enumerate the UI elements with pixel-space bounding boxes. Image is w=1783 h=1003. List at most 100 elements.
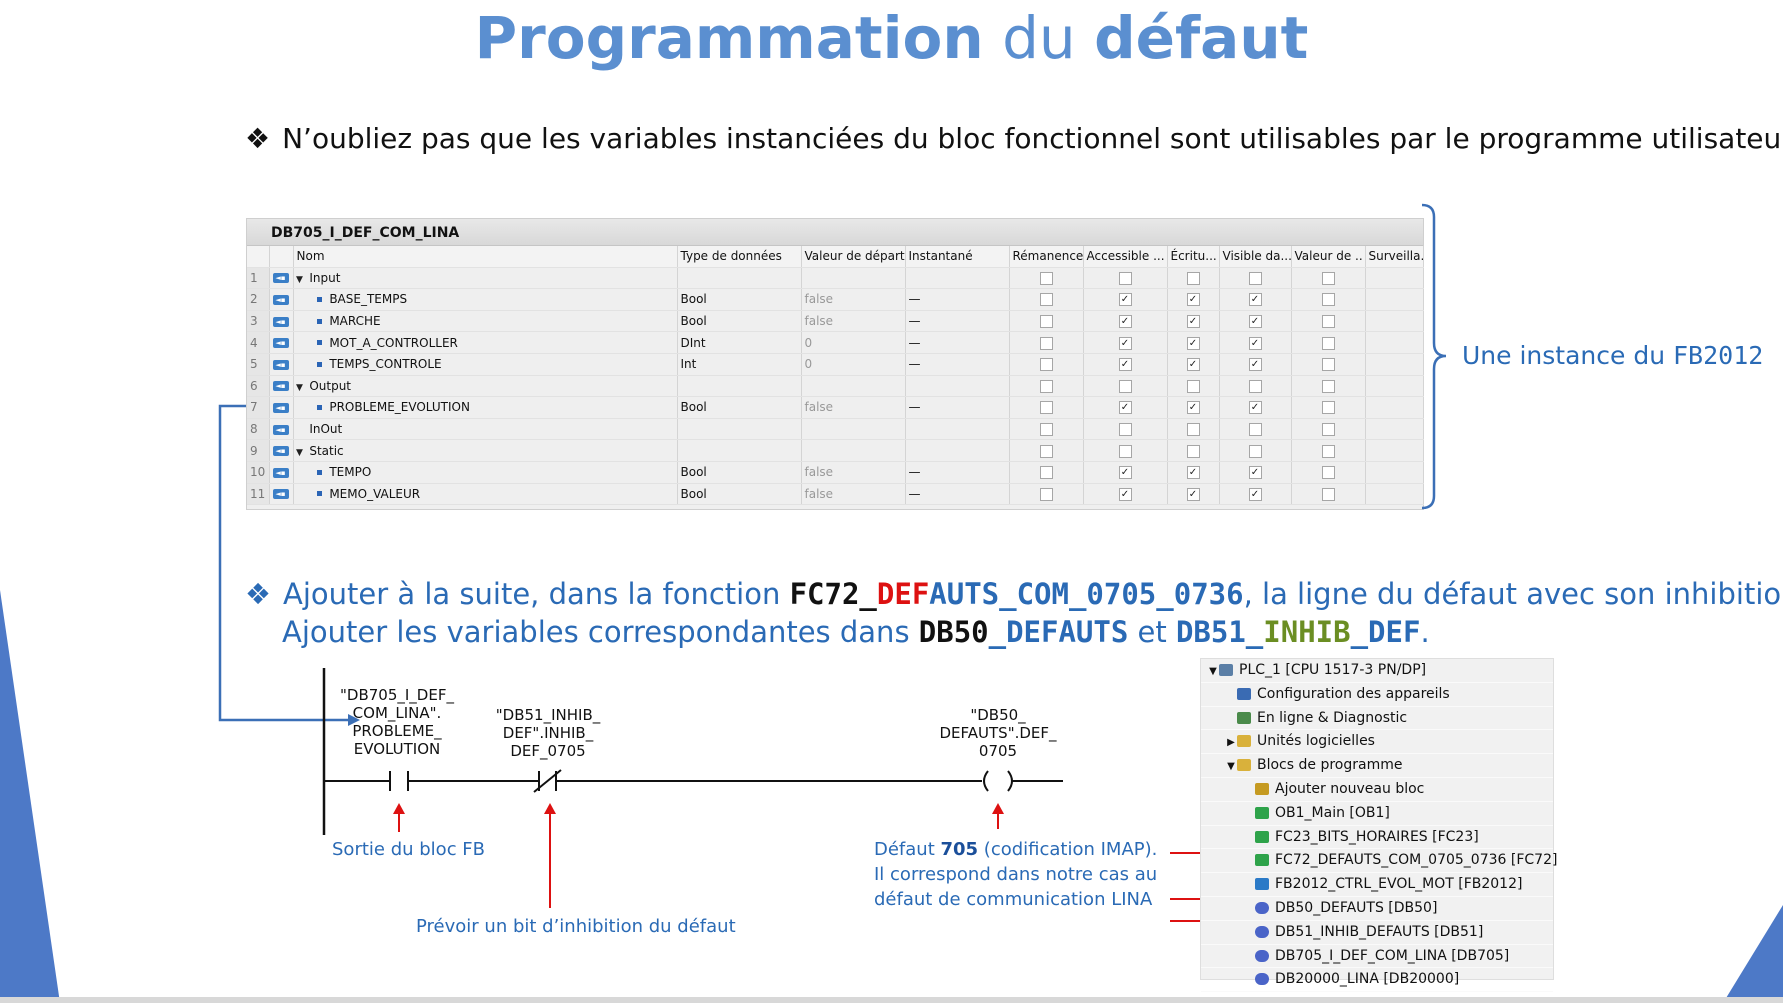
cell-name[interactable]: ▼ Static (293, 439, 678, 462)
checkbox[interactable] (1321, 487, 1335, 501)
column-header[interactable]: Type de données (677, 246, 802, 268)
checkbox[interactable]: ✓ (1248, 336, 1262, 350)
checkbox-cell[interactable] (1291, 310, 1366, 333)
cell-type[interactable]: DInt (677, 331, 802, 354)
checkbox-cell[interactable]: ✓ (1083, 483, 1168, 506)
checkbox[interactable]: ✓ (1118, 293, 1132, 307)
cell-start-value[interactable]: false (801, 461, 906, 484)
tree-item[interactable]: Ajouter nouveau bloc (1201, 778, 1553, 802)
cell-type[interactable] (677, 375, 802, 398)
column-header[interactable]: Visible da... (1219, 246, 1292, 268)
checkbox[interactable] (1039, 336, 1053, 350)
column-header[interactable]: Valeur de .. (1291, 246, 1366, 268)
cell-type[interactable]: Bool (677, 396, 802, 419)
tree-expand-icon[interactable]: ▶ (1227, 737, 1235, 749)
checkbox-cell[interactable]: ✓ (1167, 483, 1220, 506)
checkbox-cell[interactable] (1083, 375, 1168, 398)
checkbox-cell[interactable]: ✓ (1083, 396, 1168, 419)
column-header[interactable]: Instantané (905, 246, 1010, 268)
checkbox-cell[interactable] (1009, 396, 1084, 419)
cell-name[interactable]: BASE_TEMPS (293, 288, 678, 311)
checkbox-cell[interactable] (1291, 396, 1366, 419)
checkbox[interactable] (1039, 293, 1053, 307)
checkbox[interactable] (1321, 358, 1335, 372)
cell-type[interactable] (677, 267, 802, 290)
tree-item[interactable]: DB705_I_DEF_COM_LINA [DB705] (1201, 945, 1553, 969)
checkbox[interactable]: ✓ (1186, 293, 1200, 307)
checkbox[interactable] (1321, 466, 1335, 480)
checkbox-cell[interactable]: ✓ (1167, 331, 1220, 354)
column-header[interactable]: Rémanence (1009, 246, 1084, 268)
cell-name[interactable]: ▼ Output (293, 375, 678, 398)
checkbox[interactable] (1118, 444, 1132, 458)
checkbox-cell[interactable]: ✓ (1219, 310, 1292, 333)
checkbox[interactable] (1321, 271, 1335, 285)
checkbox-cell[interactable]: ✓ (1083, 461, 1168, 484)
checkbox[interactable] (1118, 271, 1132, 285)
checkbox-cell[interactable] (1009, 310, 1084, 333)
checkbox[interactable] (1186, 271, 1200, 285)
checkbox[interactable]: ✓ (1118, 466, 1132, 480)
checkbox-cell[interactable] (1083, 439, 1168, 462)
checkbox[interactable] (1039, 315, 1053, 329)
checkbox[interactable]: ✓ (1248, 487, 1262, 501)
tree-item[interactable]: FB2012_CTRL_EVOL_MOT [FB2012] (1201, 873, 1553, 897)
checkbox[interactable]: ✓ (1186, 401, 1200, 415)
checkbox-cell[interactable] (1291, 461, 1366, 484)
tree-item[interactable]: DB20000_LINA [DB20000] (1201, 968, 1553, 993)
column-header[interactable] (247, 246, 270, 268)
expand-icon[interactable]: ▼ (296, 382, 303, 393)
checkbox-cell[interactable]: ✓ (1219, 396, 1292, 419)
cell-start-value[interactable] (801, 439, 906, 462)
checkbox-cell[interactable] (1167, 375, 1220, 398)
checkbox[interactable]: ✓ (1118, 315, 1132, 329)
checkbox-cell[interactable] (1219, 375, 1292, 398)
column-header[interactable]: Surveilla... (1365, 246, 1424, 268)
tree-expand-icon[interactable]: ▼ (1209, 666, 1217, 677)
cell-name[interactable]: MOT_A_CONTROLLER (293, 331, 678, 354)
cell-start-value[interactable]: 0 (801, 353, 906, 376)
checkbox-cell[interactable]: ✓ (1219, 483, 1292, 506)
tree-item[interactable]: ▶Unités logicielles (1201, 730, 1553, 755)
cell-name[interactable]: MARCHE (293, 310, 678, 333)
cell-name[interactable]: InOut (293, 418, 678, 441)
checkbox[interactable] (1248, 271, 1262, 285)
table-row[interactable]: 6◄▪▼ Output (247, 375, 1424, 398)
checkbox[interactable] (1321, 444, 1335, 458)
cell-start-value[interactable]: false (801, 396, 906, 419)
tree-item[interactable]: OB1_Main [OB1] (1201, 802, 1553, 826)
cell-name[interactable]: ▼ Input (293, 267, 678, 290)
checkbox-cell[interactable]: ✓ (1083, 331, 1168, 354)
checkbox[interactable] (1039, 423, 1053, 437)
checkbox-cell[interactable]: ✓ (1219, 331, 1292, 354)
checkbox[interactable]: ✓ (1118, 401, 1132, 415)
checkbox[interactable]: ✓ (1248, 401, 1262, 415)
cell-start-value[interactable] (801, 267, 906, 290)
checkbox-cell[interactable] (1009, 461, 1084, 484)
cell-name[interactable]: PROBLEME_EVOLUTION (293, 396, 678, 419)
checkbox-cell[interactable] (1291, 418, 1366, 441)
table-row[interactable]: 9◄▪▼ Static (247, 439, 1424, 462)
cell-name[interactable]: TEMPO (293, 461, 678, 484)
checkbox[interactable] (1321, 336, 1335, 350)
checkbox[interactable]: ✓ (1186, 466, 1200, 480)
checkbox-cell[interactable]: ✓ (1167, 396, 1220, 419)
checkbox-cell[interactable] (1009, 418, 1084, 441)
checkbox[interactable]: ✓ (1186, 487, 1200, 501)
tree-item[interactable]: ▼Blocs de programme (1201, 754, 1553, 778)
tree-item[interactable]: DB50_DEFAUTS [DB50] (1201, 897, 1553, 921)
checkbox-cell[interactable] (1009, 375, 1084, 398)
checkbox-cell[interactable]: ✓ (1167, 353, 1220, 376)
tree-item[interactable]: En ligne & Diagnostic (1201, 707, 1553, 731)
checkbox-cell[interactable] (1291, 331, 1366, 354)
column-header[interactable]: Valeur de départ (801, 246, 906, 268)
cell-type[interactable]: Bool (677, 310, 802, 333)
cell-type[interactable] (677, 439, 802, 462)
tree-expand-icon[interactable]: ▼ (1227, 761, 1235, 773)
checkbox[interactable]: ✓ (1118, 336, 1132, 350)
checkbox[interactable] (1118, 423, 1132, 437)
